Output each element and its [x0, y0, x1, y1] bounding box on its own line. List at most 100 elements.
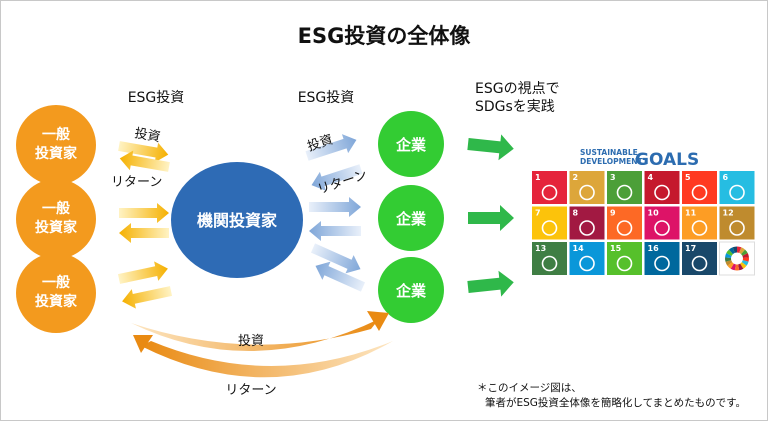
- sdg-wheel-segment: [738, 263, 744, 271]
- individual-investor-label: 投資家: [35, 145, 78, 162]
- sdg-arrow-2: [468, 205, 514, 231]
- sdg-tile-3: 3: [607, 171, 642, 204]
- sdg-goal-icon: [541, 184, 558, 201]
- sdg-tile-number: 3: [610, 173, 616, 182]
- sdg-tile-number: 8: [573, 209, 579, 218]
- sdg-tile-number: 6: [723, 173, 729, 182]
- return-arrow-company-2: [309, 221, 361, 241]
- sdg-wheel-segment: [740, 262, 747, 269]
- sdg-goal-icon: [541, 255, 558, 272]
- esg-invest-label-mid: ESG投資: [298, 90, 355, 106]
- sdg-tile-7: 7: [532, 206, 567, 240]
- sdg-goal-icon: [729, 220, 745, 236]
- sdg-tile-17: 17: [682, 242, 717, 275]
- sdg-tile-13: 13: [532, 242, 567, 275]
- return-label-top: リターン: [111, 175, 162, 190]
- invest-arrow-top: [118, 141, 169, 163]
- company-3: 企業: [378, 257, 444, 323]
- sdg-wheel-segment: [737, 246, 742, 253]
- sdg-wheel-segment: [742, 253, 749, 258]
- sdg-tile-9: 9: [607, 206, 642, 240]
- sdg-tile-number: 2: [573, 173, 579, 182]
- individual-investor-2: 一般 投資家: [16, 179, 96, 259]
- return-arrow-company-3: [315, 261, 366, 292]
- sdg-tile-15: 15: [607, 242, 642, 275]
- individual-investor-label: 一般: [42, 126, 70, 143]
- return-arrow-bottom: [122, 286, 173, 309]
- sdg-tile-16: 16: [644, 242, 680, 275]
- return-label-bottom: リターン: [225, 383, 276, 398]
- sdg-wheel-segment: [725, 253, 732, 258]
- sdg-wheel-segment: [728, 247, 735, 255]
- company-label: 企業: [395, 210, 427, 228]
- sdg-goal-icon: [654, 184, 670, 201]
- sdg-tile-number: 9: [610, 209, 616, 218]
- sdg-goal-icon: [616, 184, 633, 201]
- sdg-wheel-segment: [741, 260, 749, 266]
- invest-arrow-bottom: [117, 261, 168, 284]
- invest-arrow-company-3: [310, 243, 361, 274]
- sdg-goal-icon: [691, 220, 708, 236]
- sdg-tile-number: 1: [535, 173, 541, 182]
- sdg-goal-icon: [579, 220, 595, 236]
- individual-investor-label: 一般: [42, 200, 70, 217]
- sdgs-header-line2: DEVELOPMENT: [580, 157, 644, 166]
- sdg-goal-icon: [691, 255, 708, 272]
- page-title: ESG投資の全体像: [298, 24, 472, 48]
- sdg-tile-number: 15: [610, 244, 622, 253]
- sdg-tile-12: 12: [719, 206, 755, 240]
- sdg-tile-5: 5: [682, 171, 717, 204]
- sdg-wheel-segment: [741, 249, 748, 256]
- institutional-investor: 機関投資家: [171, 162, 303, 278]
- sdg-tile-number: 12: [723, 209, 734, 218]
- invest-label-bottom: 投資: [238, 333, 264, 349]
- individual-investor-label: 一般: [42, 274, 70, 291]
- sdg-tile-14: 14: [569, 242, 605, 275]
- sdg-tile-logo: [719, 241, 755, 276]
- return-arc-bottom: [133, 335, 393, 378]
- sdg-arrow-3: [467, 270, 514, 297]
- sdgs-header-goals: GOALS: [635, 150, 699, 170]
- individual-investor-label: 投資家: [35, 293, 78, 310]
- sdg-wheel-segment: [732, 246, 737, 253]
- esg-invest-label-left: ESG投資: [128, 90, 185, 106]
- sdg-goal-icon: [579, 255, 595, 272]
- institutional-investor-label: 機関投資家: [197, 211, 278, 230]
- company-2: 企業: [378, 185, 444, 251]
- company-label: 企業: [395, 136, 427, 154]
- sdg-goal-icon: [729, 184, 745, 201]
- sdg-arrow-1: [467, 134, 514, 161]
- sdg-tile-number: 16: [648, 244, 660, 253]
- sdg-tile-number: 17: [685, 244, 696, 253]
- sdg-wheel-segment: [726, 249, 733, 256]
- sdg-wheel-segment: [725, 260, 733, 266]
- return-arrow-top: [119, 150, 170, 172]
- sdg-goal-icon: [654, 220, 670, 236]
- individual-investor-1: 一般 投資家: [16, 105, 96, 185]
- sdg-wheel-segment: [734, 264, 740, 271]
- sdg-tile-number: 13: [535, 244, 546, 253]
- footnote-line2: 筆者がESG投資全体像を簡略化してまとめたものです。: [485, 396, 746, 409]
- invest-label-mid: 投資: [305, 132, 335, 155]
- sdg-goal-icon: [579, 184, 595, 201]
- sdg-goal-icon: [616, 255, 633, 272]
- return-arrow-mid: [119, 223, 169, 243]
- sdg-wheel-segment: [725, 257, 732, 262]
- individual-investor-label: 投資家: [35, 219, 78, 236]
- invest-arrow-company-1: [305, 134, 357, 161]
- sdg-goal-icon: [691, 184, 708, 201]
- sdg-view-label-line1: ESGの視点で: [475, 81, 560, 97]
- sdg-tile-number: 14: [573, 244, 585, 253]
- sdg-tile-11: 11: [682, 206, 717, 240]
- sdg-wheel-segment: [739, 247, 746, 255]
- sdg-view-label-line2: SDGsを実践: [475, 99, 555, 115]
- return-arrow-company-1: [311, 164, 363, 191]
- sdg-tile-6: 6: [719, 171, 755, 204]
- sdg-goal-icon: [616, 220, 633, 236]
- sdg-tile-number: 4: [648, 173, 654, 182]
- sdg-tile-10: 10: [644, 206, 680, 240]
- sdgs-header-line1: SUSTAINABLE: [580, 148, 638, 157]
